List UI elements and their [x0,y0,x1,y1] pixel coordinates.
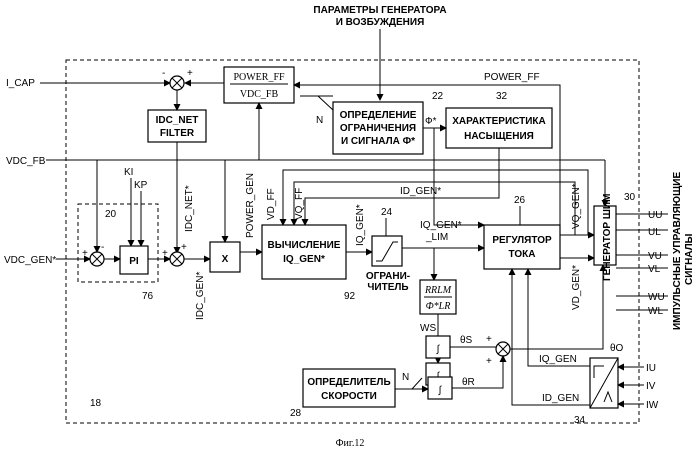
signal-iq-lim-2: _LIM [425,232,448,243]
idc-net-filter-line-1: IDC_NET [156,115,199,126]
signal-iq-gen: IQ_GEN [539,354,577,365]
output-vu: VU [648,251,662,262]
sign-plus-idc-top: + [181,242,187,253]
input-vdc-fb: VDC_FB [6,156,46,167]
signal-iq-gen-star: IQ_GEN* [355,204,366,246]
saturation-characteristic-block [446,108,552,148]
power-ff-numerator: POWER_FF [233,72,285,83]
iq-calc-line-2: IQ_GEN* [283,254,325,265]
signal-idc-gen: IDC_GEN* [195,272,206,320]
ref-34: 34 [574,415,586,426]
limit-line-3: И СИГНАЛА Ф* [341,136,415,147]
side-label-1: ИМПУЛЬСНЫЕ УПРАВЛЯЮЩИЕ [672,172,683,330]
signal-id-gen: ID_GEN [542,393,579,404]
limiter-label-1: ОГРАНИ- [366,271,410,282]
figure-caption: Фиг.12 [336,438,365,449]
power-ff-denominator: VDC_FB [240,89,279,100]
ref-22: 22 [432,91,444,102]
input-vdc-gen: VDC_GEN* [4,255,56,266]
line-theta-r [452,356,503,388]
sign-plus-pi: + [82,248,88,259]
signal-iq-lim-1: IQ_GEN* [420,220,462,231]
side-label-2: СИГНАЛЫ [684,233,695,285]
signal-theta-r: θR [462,377,475,388]
signal-vq-ff: VQ_FF [294,188,305,220]
pwm-label: ГЕНЕРАТОР ШИМ [602,194,613,281]
ref-20: 20 [105,209,117,220]
output-uu: UU [648,210,662,221]
ref-92: 92 [344,291,356,302]
label-kp: KP [134,180,148,191]
reg-line-1: РЕГУЛЯТОР [492,235,552,246]
ref-32: 32 [496,91,508,102]
ref-26: 26 [514,195,526,206]
ref-28: 28 [290,408,302,419]
current-regulator-block [484,225,560,269]
sat-line-2: НАСЫЩЕНИЯ [464,131,534,142]
limit-line-1: ОПРЕДЕЛЕНИЕ [340,110,417,121]
signal-ws: WS [420,323,436,334]
sign-plus-top: + [187,68,193,79]
signal-vq-gen: VQ_GEN* [571,183,582,229]
signal-id-gen-star: ID_GEN* [400,186,441,197]
signal-n-bottom: N [402,372,409,383]
ref-76: 76 [142,291,154,302]
output-wl: WL [648,306,663,317]
current-iv: IV [646,381,656,392]
signal-vd-ff: VD_FF [266,188,277,220]
output-ul: UL [648,227,661,238]
input-i-cap: I_CAP [6,78,35,89]
iq-gen-calc-block [262,225,346,279]
ref-18: 18 [90,398,102,409]
current-iu: IU [646,363,656,374]
sign-plus-idc-left: + [162,248,168,259]
header-line-1: ПАРАМЕТРЫ ГЕНЕРАТОРА [313,5,446,16]
iq-calc-line-1: ВЫЧИСЛЕНИЕ [268,240,341,251]
signal-phi: Ф* [425,116,437,127]
line-n-bracket [300,96,333,110]
reg-line-2: ТОКА [509,249,536,260]
rrlm-numerator: RRLM [424,285,452,296]
ref-30: 30 [624,192,636,203]
signal-vd-gen: VD_GEN* [571,265,582,310]
rrlm-denominator: Ф*LR [426,301,451,312]
sign-minus-pi: - [101,242,104,253]
line-theta-o [510,335,603,349]
ref-24: 24 [381,207,393,218]
speed-line-2: СКОРОСТИ [321,391,377,402]
signal-theta-o: θO [610,343,624,354]
header-line-2: И ВОЗБУЖДЕНИЯ [336,17,425,28]
limit-line-2: ОГРАНИЧЕНИЯ [340,123,416,134]
sign-minus-top: - [162,68,165,79]
current-inputs [618,367,644,404]
signal-power-ff: POWER_FF [484,72,540,83]
idc-net-filter-line-2: FILTER [160,128,195,139]
output-vl: VL [648,264,661,275]
sign-plus-theta-2: + [486,356,492,367]
sign-plus-theta-1: + [486,334,492,345]
sat-line-1: ХАРАКТЕРИСТИКА [452,116,546,127]
signal-power-gen: POWER_GEN [245,173,256,238]
speed-line-1: ОПРЕДЕЛИТЕЛЬ [307,377,390,388]
signal-n-top: N [316,115,323,126]
signal-theta-s: θS [460,335,473,346]
multiplier-label: X [222,254,229,265]
current-iw: IW [646,400,659,411]
label-ki: KI [124,167,133,178]
signal-idc-net: IDC_NET* [184,185,195,232]
output-wu: WU [648,292,665,303]
pi-label: PI [129,256,139,267]
limiter-label-2: ЧИТЕЛЬ [367,282,408,293]
